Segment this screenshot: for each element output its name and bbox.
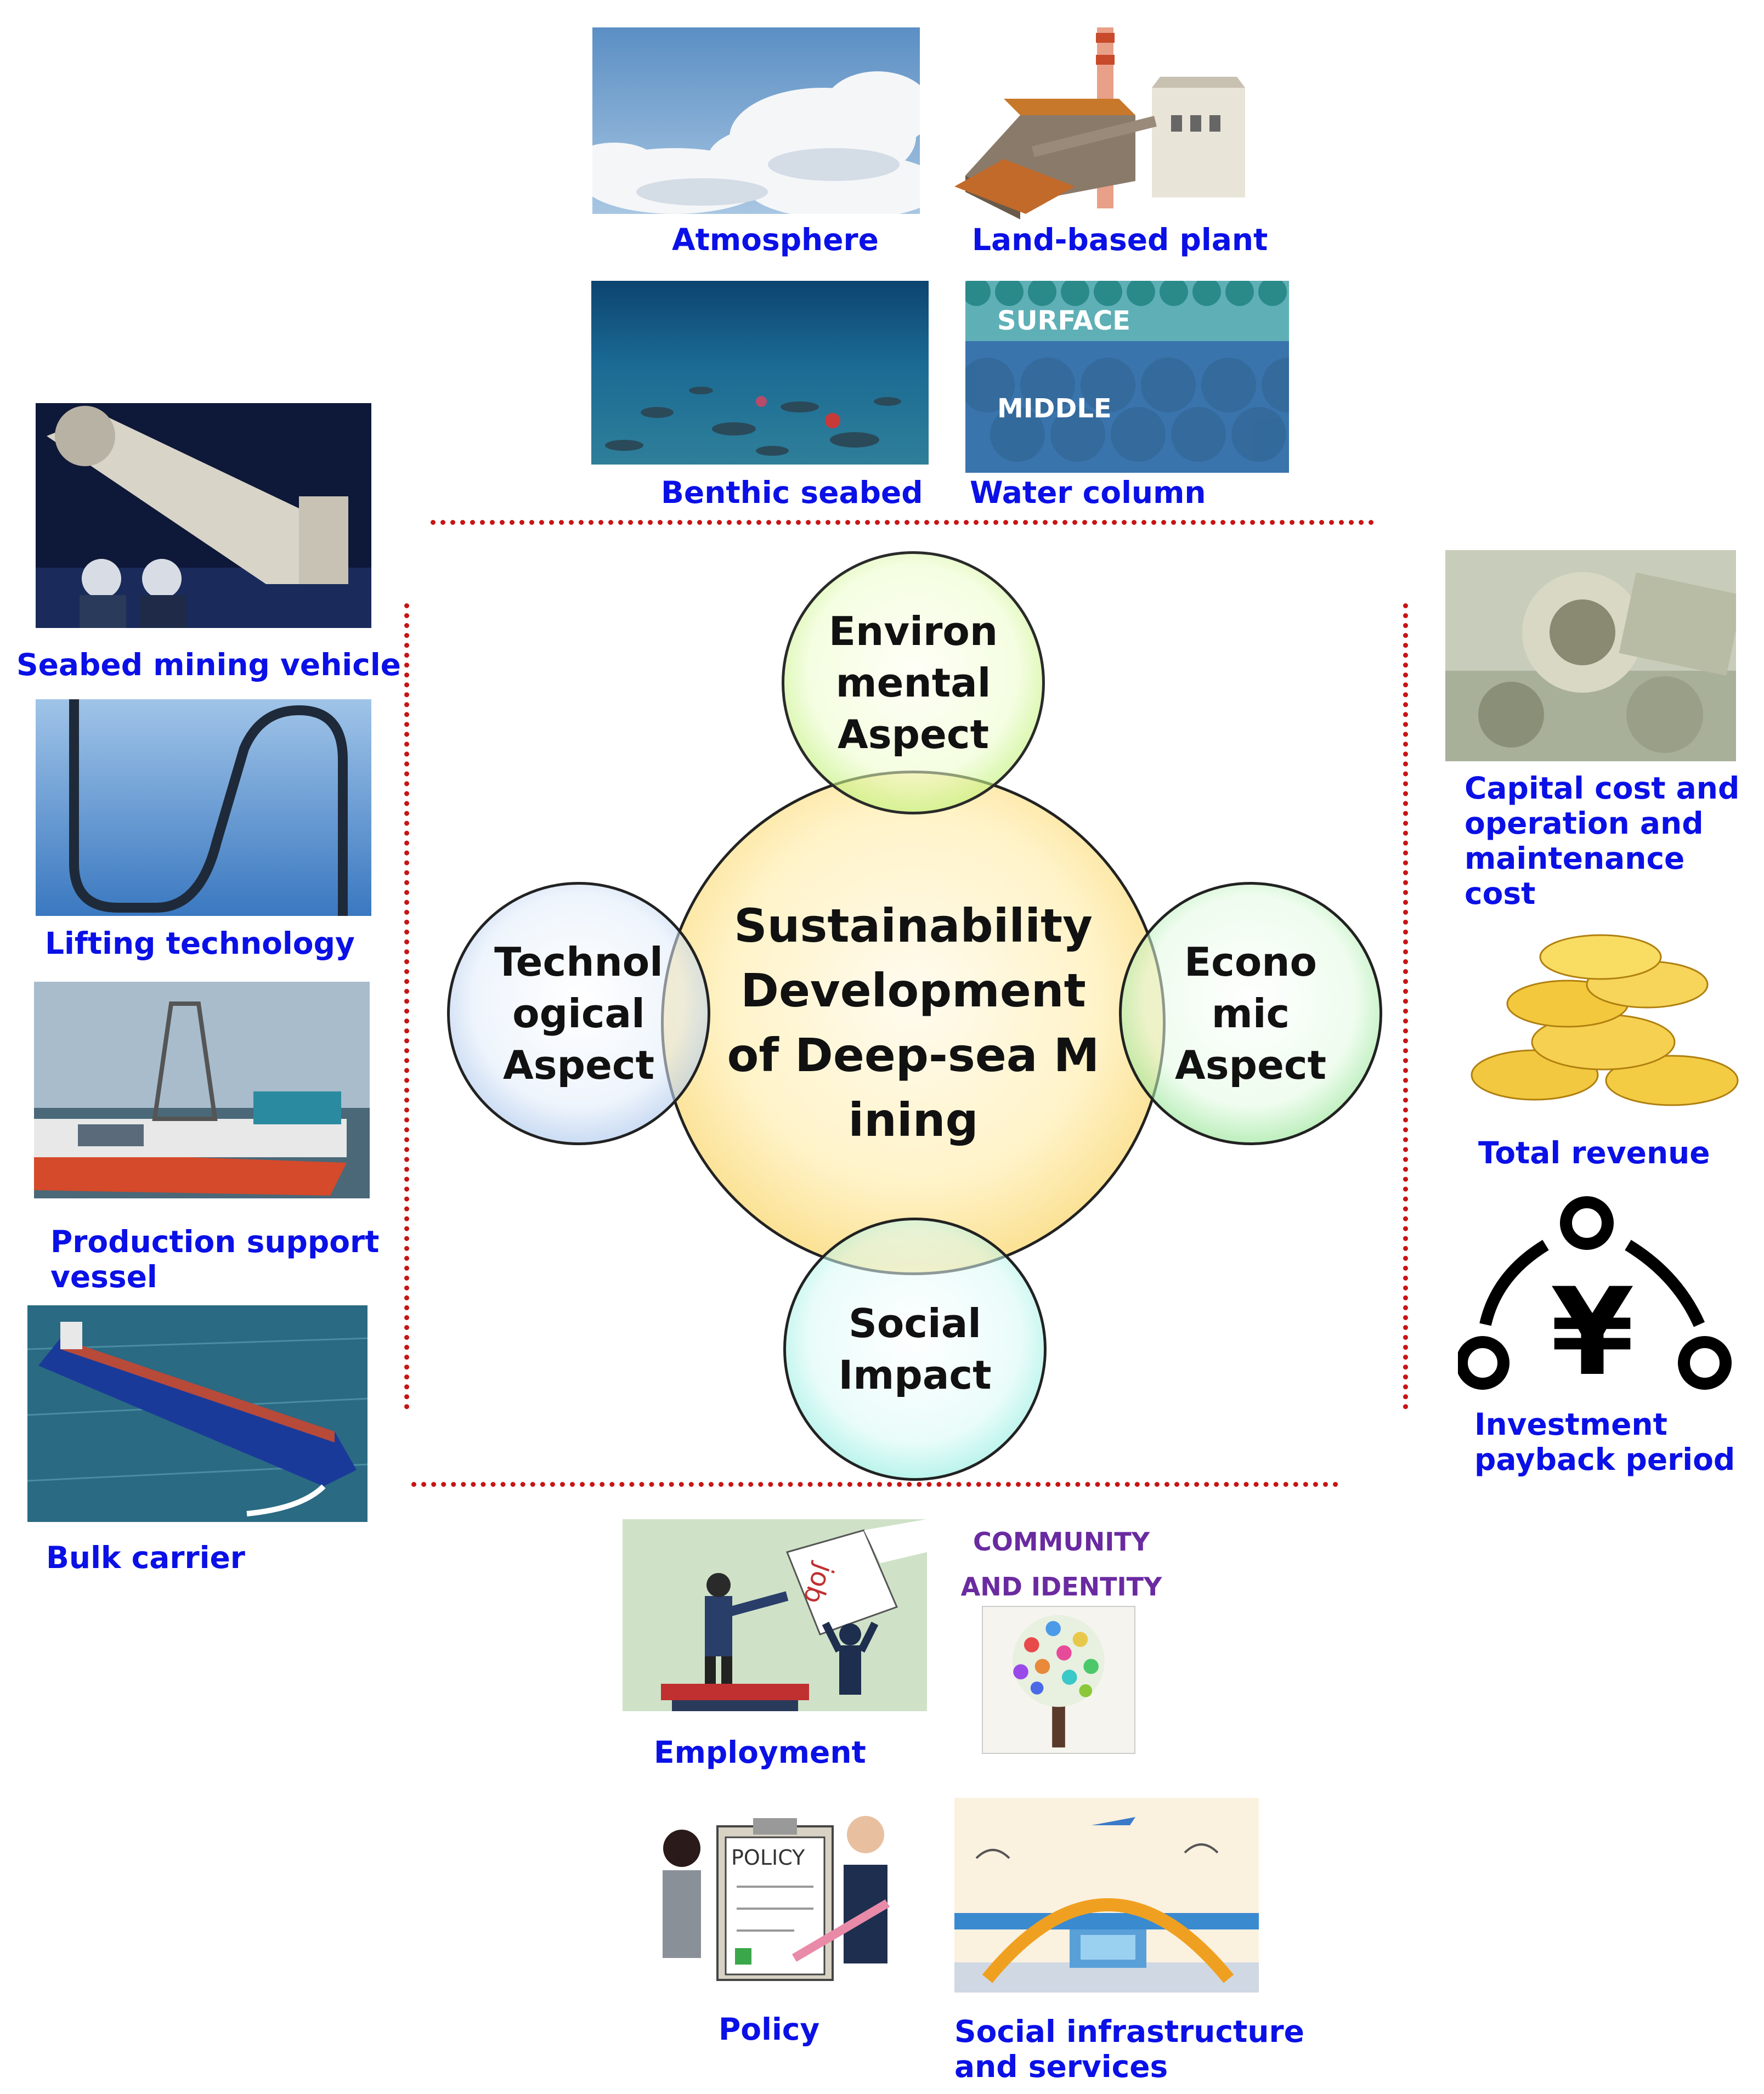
policy-image: POLICY [613, 1804, 921, 1994]
atmosphere-label: Atmosphere [672, 222, 879, 257]
middle-text: MIDDLE [997, 393, 1112, 424]
bulk-carrier-image [27, 1305, 368, 1522]
top-divider [431, 520, 1374, 525]
community-identity-image [982, 1606, 1135, 1754]
right-divider [1403, 603, 1408, 1410]
economic-aspect-text: Econo mic Aspect [1174, 939, 1327, 1088]
social-infrastructure-image [954, 1798, 1259, 1993]
employment-image: job [623, 1519, 927, 1711]
environmental-aspect-text: Environ mental Aspect [828, 608, 998, 757]
policy-board-text: POLICY [731, 1846, 805, 1870]
water-column-image: SURFACE MIDDLE [965, 281, 1289, 473]
vessel-label-text: Production support vessel [50, 1224, 380, 1294]
atmosphere-image [592, 27, 920, 214]
production-support-vessel-image [34, 982, 370, 1198]
center-circle: Sustainability Development of Deep-sea M… [661, 771, 1166, 1275]
technological-aspect-circle: Technol ogical Aspect [447, 882, 710, 1145]
social-impact-text: Social Impact [838, 1300, 992, 1398]
investment-payback-label: Investment payback period [1474, 1407, 1749, 1477]
social-impact-circle: Social Impact [783, 1218, 1047, 1481]
community-identity-text: COMMUNITY AND IDENTITY [960, 1527, 1162, 1601]
lifting-technology-label: Lifting technology [45, 926, 355, 961]
economic-aspect-circle: Econo mic Aspect [1119, 882, 1382, 1145]
environmental-aspect-circle: Environ mental Aspect [782, 551, 1045, 814]
land-plant-image [954, 22, 1251, 219]
water-column-label: Water column [970, 475, 1206, 510]
land-plant-label: Land-based plant [972, 222, 1268, 257]
investment-payback-text: Investment payback period [1474, 1407, 1735, 1477]
social-infrastructure-label: Social infrastructure and services [954, 2014, 1327, 2084]
bottom-divider [411, 1482, 1338, 1487]
capital-cost-label: Capital cost and operation and maintenan… [1465, 771, 1750, 911]
capital-cost-text: Capital cost and operation and maintenan… [1465, 771, 1740, 911]
production-support-vessel-label: Production support vessel [50, 1224, 391, 1294]
left-divider [404, 603, 409, 1410]
seabed-mining-vehicle-label: Seabed mining vehicle [16, 647, 401, 682]
social-infrastructure-text: Social infrastructure and services [954, 2014, 1304, 2084]
capital-cost-image [1445, 550, 1736, 761]
total-revenue-label: Total revenue [1478, 1135, 1710, 1170]
bulk-carrier-label: Bulk carrier [46, 1540, 245, 1575]
benthic-seabed-image [591, 281, 929, 465]
surface-text: SURFACE [997, 305, 1130, 336]
community-identity-label: COMMUNITY AND IDENTITY [943, 1519, 1179, 1609]
benthic-seabed-label: Benthic seabed [661, 475, 923, 510]
technological-aspect-text: Technol ogical Aspect [494, 939, 663, 1088]
center-title: Sustainability Development of Deep-sea M… [727, 899, 1100, 1147]
seabed-mining-vehicle-image [36, 403, 371, 628]
lifting-technology-image [36, 699, 371, 916]
svg-text:¥: ¥ [1550, 1262, 1634, 1401]
policy-label: Policy [719, 2012, 820, 2047]
investment-payback-image: ¥ [1458, 1193, 1738, 1401]
total-revenue-image [1458, 932, 1749, 1119]
employment-label: Employment [654, 1735, 866, 1770]
